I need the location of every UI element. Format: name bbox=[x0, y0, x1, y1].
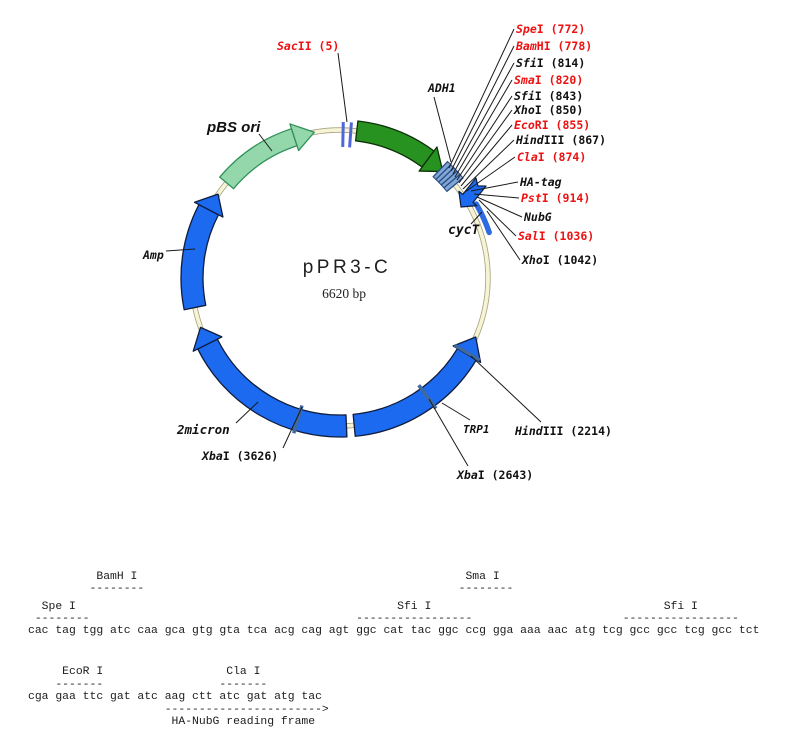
fan-leader-line bbox=[454, 79, 513, 178]
2micron-arrow-head bbox=[192, 326, 223, 352]
fan-leader-line bbox=[476, 196, 523, 218]
amp-arrow-head bbox=[193, 193, 224, 218]
fan-site-label: EcoRI (855) bbox=[514, 118, 590, 132]
sacii-tick bbox=[341, 122, 345, 148]
trp1-arrow bbox=[352, 347, 477, 437]
fan-site-label: ClaI (874) bbox=[517, 150, 586, 164]
trp1-label: TRP1 bbox=[463, 423, 490, 436]
fan-leader-line bbox=[456, 95, 513, 181]
sacii-label: SacII (5) bbox=[277, 39, 339, 53]
trp1-leader-line bbox=[441, 402, 471, 421]
fan-site-label: SfiI (843) bbox=[514, 89, 583, 103]
fan-leader-line bbox=[462, 139, 515, 190]
reading-frame-arrow: -----------------------> bbox=[28, 704, 329, 716]
amp-label: Amp bbox=[142, 248, 164, 262]
mcs-tick bbox=[433, 162, 451, 180]
fan-leader-line bbox=[470, 181, 519, 192]
adh1-leader-line bbox=[433, 96, 452, 163]
adh1-arrow-head bbox=[418, 146, 444, 173]
mcs-tick bbox=[436, 165, 454, 182]
cyct-label: cycT bbox=[448, 223, 480, 238]
adh1-label: ADH1 bbox=[427, 81, 456, 95]
enzyme-label-row: BamH I Sma I bbox=[28, 571, 500, 583]
hindiii-2214-tick bbox=[453, 343, 481, 362]
m2-label: 2micron bbox=[176, 422, 230, 437]
xbai-2643-tick bbox=[417, 384, 438, 410]
hind2214-leader-line bbox=[470, 355, 542, 423]
fan-leader-line bbox=[460, 124, 513, 187]
gene-arrows bbox=[180, 120, 492, 438]
fan-site-label: NubG bbox=[523, 210, 552, 224]
fan-leader-line bbox=[450, 45, 515, 172]
fan-site-label: SalI (1036) bbox=[518, 229, 594, 243]
hind2214-label: HindIII (2214) bbox=[514, 424, 612, 438]
xba3626-leader-line bbox=[282, 406, 303, 449]
fan-site-label: XhoI (850) bbox=[513, 103, 583, 117]
fan-leader-line bbox=[458, 109, 513, 184]
pbs-ori-arrow bbox=[219, 128, 298, 190]
pbs-label: pBS ori bbox=[206, 119, 261, 136]
fan-leader-line bbox=[473, 193, 520, 199]
ha-nubg-arrow bbox=[458, 177, 487, 208]
xba2643-label: XbaI (2643) bbox=[456, 468, 533, 482]
dna-sequence-line-2: cga gaa ttc gat atc aag ctt atc gat atg … bbox=[28, 691, 322, 703]
amp-leader-line bbox=[165, 248, 196, 252]
adh1-arrow bbox=[354, 120, 435, 168]
reading-frame-label: HA-NubG reading frame bbox=[28, 716, 316, 728]
fan-site-label: BamHI (778) bbox=[515, 39, 592, 53]
plasmid-size: 6620 bp bbox=[322, 286, 366, 301]
amp-arrow bbox=[180, 203, 220, 311]
plasmid-map: SpeI (772) BamHI (778) SfiI (814) SmaI (820… bbox=[142, 22, 612, 482]
enzyme-underline-row: -------- -------- bbox=[28, 583, 514, 595]
sacii-leader-line bbox=[337, 52, 348, 123]
fan-leader-line bbox=[478, 199, 517, 237]
xba3626-label: XbaI (3626) bbox=[201, 449, 278, 463]
fan-site-label: SfiI (814) bbox=[516, 56, 585, 70]
xba2643-leader-line bbox=[428, 398, 469, 467]
plasmid-name: pPR3-C bbox=[303, 257, 392, 278]
enzyme-label-row: EcoR I Cla I bbox=[28, 666, 261, 678]
fan-site-label: SmaI (820) bbox=[514, 73, 583, 87]
fan-site-label: HindIII (867) bbox=[515, 133, 606, 147]
pbs-ori-arrow-head bbox=[289, 123, 315, 152]
fan-leader-line bbox=[464, 156, 516, 193]
enzyme-underline-row: -------- ----------------- -------------… bbox=[28, 613, 739, 625]
cyct-segment bbox=[473, 201, 492, 236]
fan-site-label: SpeI (772) bbox=[516, 22, 585, 36]
fan-site-label: PstI (914) bbox=[521, 191, 590, 205]
cyct-leader-line bbox=[470, 211, 483, 225]
sacii-tick bbox=[348, 122, 353, 148]
pbs-leader-line bbox=[258, 133, 273, 152]
map-labels: SpeI (772) BamHI (778) SfiI (814) SmaI (820… bbox=[142, 22, 612, 482]
m2-leader-line bbox=[235, 401, 259, 424]
enzyme-label-row: Spe I Sfi I Sfi I bbox=[28, 601, 698, 613]
fan-leader-line bbox=[486, 210, 521, 261]
fan-leader-line bbox=[448, 28, 515, 169]
dna-sequence-line-1: cac tag tgg atc caa gca gtg gta tca acg … bbox=[28, 625, 760, 637]
enzyme-underline-row: ------- ------- bbox=[28, 679, 268, 691]
fan-leader-line bbox=[452, 62, 515, 175]
leader-lines bbox=[165, 28, 542, 467]
mcs-tick bbox=[439, 168, 457, 185]
fan-site-label: HA-tag bbox=[519, 175, 562, 189]
fan-site-label: XhoI (1042) bbox=[521, 253, 598, 267]
